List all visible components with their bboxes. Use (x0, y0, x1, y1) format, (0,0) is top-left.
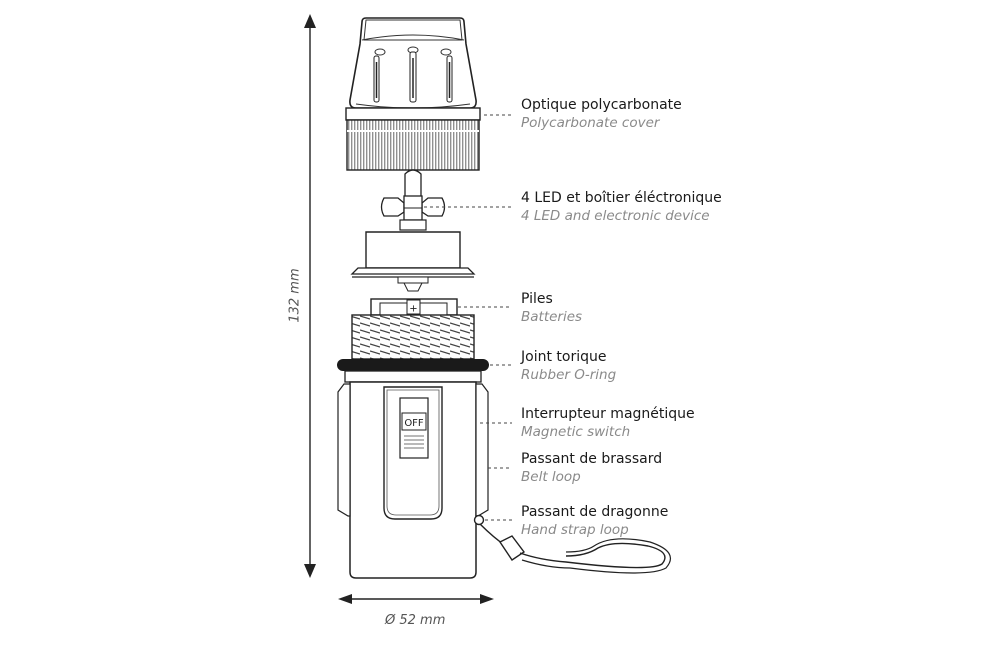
height-dimension-label: 132 mm (287, 268, 303, 323)
label-fr: Joint torique (521, 349, 607, 365)
label-en: 4 LED and electronic device (521, 208, 710, 224)
diameter-dimension-label: Ø 52 mm (385, 613, 446, 628)
label-hand-strap-loop: Passant de dragonne Hand strap loop (521, 503, 668, 539)
label-magnetic-switch: Interrupteur magnétique Magnetic switch (521, 405, 695, 441)
label-en: Belt loop (521, 469, 581, 485)
label-fr: Interrupteur magnétique (521, 406, 695, 422)
label-en: Hand strap loop (521, 522, 629, 538)
label-fr: Passant de brassard (521, 451, 663, 467)
label-fr: Passant de dragonne (521, 504, 669, 520)
label-led-electronic-device: 4 LED et boîtier éléctronique 4 LED and … (521, 189, 722, 225)
label-fr: Piles (521, 291, 553, 307)
label-en: Batteries (521, 309, 583, 325)
label-fr: Optique polycarbonate (521, 97, 682, 113)
label-rubber-o-ring: Joint torique Rubber O-ring (521, 348, 616, 384)
label-en: Magnetic switch (521, 424, 631, 440)
label-fr: 4 LED et boîtier éléctronique (521, 190, 722, 206)
threaded-neck (351, 314, 475, 360)
label-en: Polycarbonate cover (521, 115, 660, 131)
label-batteries: Piles Batteries (521, 290, 582, 326)
diameter-dimension-arrow (338, 594, 494, 604)
batteries: + (370, 298, 458, 316)
label-polycarbonate-cover: Optique polycarbonate Polycarbonate cove… (521, 96, 682, 132)
label-en: Rubber O-ring (521, 367, 617, 383)
height-dimension-arrow (304, 14, 316, 578)
leader-lines (424, 114, 512, 521)
hand-strap (473, 514, 671, 574)
rubber-o-ring (337, 359, 489, 371)
led-electronic-device (350, 169, 476, 292)
label-belt-loop: Passant de brassard Belt loop (521, 450, 662, 486)
switch-off-text: OFF (404, 418, 424, 429)
magnetic-switch: OFF (399, 397, 429, 459)
polycarbonate-cover (345, 17, 481, 171)
battery-plus-sign: + (409, 304, 417, 315)
